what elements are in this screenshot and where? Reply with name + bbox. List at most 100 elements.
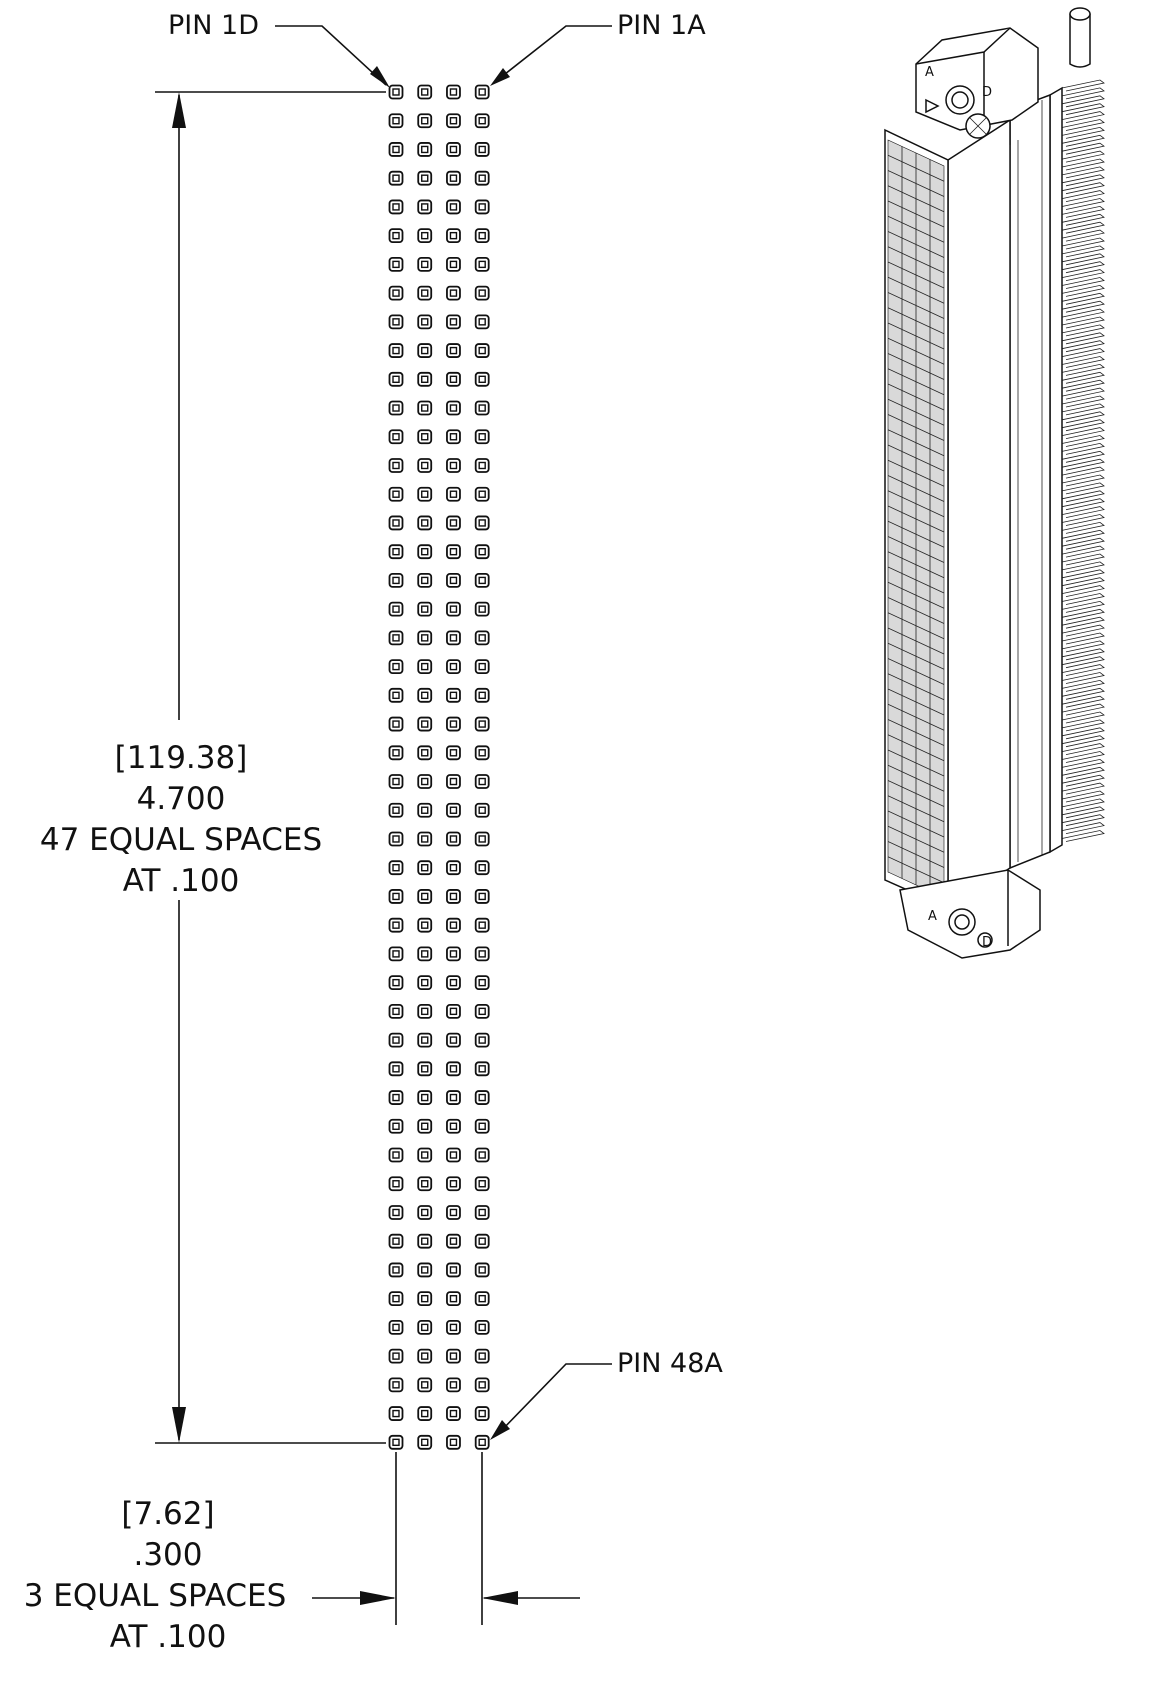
pin-15a bbox=[474, 486, 490, 502]
tail-pin bbox=[1061, 806, 1105, 819]
pin-28b bbox=[446, 860, 461, 876]
tail-pin bbox=[1061, 514, 1105, 526]
contact-grid-row-line bbox=[887, 612, 945, 640]
pin-grid bbox=[388, 84, 490, 1450]
pin-48a-arrowhead bbox=[490, 1420, 510, 1440]
tail-pin bbox=[1061, 624, 1105, 637]
pin-6d bbox=[388, 228, 404, 244]
tail-pin bbox=[1061, 332, 1105, 345]
pin-21c bbox=[417, 659, 433, 674]
tail-pin bbox=[1061, 656, 1105, 669]
tail-pin bbox=[1061, 379, 1105, 392]
top-marking-d: D bbox=[982, 85, 992, 100]
contact-grid-row-line bbox=[887, 795, 945, 823]
bottom-marking-d: D bbox=[982, 935, 992, 950]
pin-8d bbox=[388, 285, 404, 301]
pin-48a-callout: PIN 48A bbox=[490, 1348, 723, 1440]
contact-grid-row-line bbox=[887, 581, 945, 609]
contact-grid-row-line bbox=[887, 231, 945, 258]
tail-pin bbox=[1061, 458, 1105, 471]
contact-grid-row-line bbox=[887, 551, 945, 579]
pin-25c bbox=[417, 774, 433, 789]
pin-39d bbox=[388, 1176, 404, 1192]
tail-pin bbox=[1061, 119, 1105, 131]
pin-4b bbox=[446, 170, 461, 186]
pin-30c bbox=[417, 917, 433, 933]
pin-36b bbox=[446, 1090, 461, 1105]
pin-10b bbox=[446, 343, 461, 358]
pin-14d bbox=[388, 458, 404, 473]
pin-35d bbox=[388, 1061, 404, 1077]
contact-grid-row-line bbox=[887, 368, 945, 396]
tail-pin bbox=[1061, 142, 1105, 155]
pin-32a bbox=[474, 975, 490, 991]
tail-pin bbox=[1061, 632, 1105, 645]
horizontal-metric: [7.62] bbox=[121, 1496, 214, 1532]
pin-43a bbox=[474, 1291, 490, 1307]
contact-grid-row-line bbox=[887, 459, 945, 487]
contact-grid-row-line bbox=[887, 749, 945, 777]
tail-pin bbox=[1061, 387, 1105, 400]
pin-23d bbox=[388, 716, 404, 732]
pin-18c bbox=[417, 573, 433, 588]
pin-24b bbox=[446, 745, 461, 761]
bottom-marking-a: A bbox=[928, 909, 937, 924]
horizontal-pitch-note: AT .100 bbox=[110, 1619, 227, 1655]
pin-29b bbox=[446, 889, 461, 904]
pin-43b bbox=[446, 1291, 461, 1307]
pin-37a bbox=[474, 1118, 490, 1134]
pin-12b bbox=[446, 400, 461, 416]
pin-32b bbox=[446, 975, 461, 991]
pin-13b bbox=[446, 429, 461, 445]
pin-40c bbox=[417, 1205, 433, 1220]
contact-grid-row-line bbox=[887, 703, 945, 731]
tail-pin bbox=[1061, 182, 1105, 195]
pin-25a bbox=[474, 774, 490, 789]
contact-grid-row-line bbox=[887, 780, 945, 807]
top-screw-slot bbox=[969, 117, 987, 135]
pin-47a bbox=[474, 1406, 490, 1421]
tail-pin bbox=[1061, 442, 1105, 455]
tail-pin bbox=[1061, 269, 1105, 281]
pin-10c bbox=[417, 343, 433, 358]
tail-pin bbox=[1061, 766, 1105, 779]
pin-32d bbox=[388, 975, 404, 991]
vertical-spacing-note: 47 EQUAL SPACES bbox=[40, 822, 322, 858]
tail-pin bbox=[1061, 711, 1105, 724]
top-marking-a: A bbox=[925, 65, 934, 80]
pin-41a bbox=[474, 1233, 490, 1249]
tail-pin bbox=[1061, 450, 1105, 463]
pin-27b bbox=[446, 831, 461, 847]
pin-1d-callout: PIN 1D bbox=[168, 10, 390, 88]
pin-45d bbox=[388, 1348, 404, 1364]
contact-grid-row-line bbox=[887, 246, 945, 274]
contact-grid-row-line bbox=[887, 429, 945, 457]
tail-pin bbox=[1061, 790, 1105, 803]
contact-grid-row-line bbox=[887, 825, 945, 853]
pin-4d bbox=[388, 170, 404, 186]
contact-grid-row-line bbox=[887, 292, 945, 319]
vertical-metric: [119.38] bbox=[115, 740, 248, 776]
contact-grid-row-line bbox=[887, 170, 945, 197]
pin-33b bbox=[446, 1003, 461, 1019]
tail-pin bbox=[1061, 435, 1105, 447]
contact-grid-row-line bbox=[887, 719, 945, 746]
pin-37b bbox=[446, 1118, 461, 1134]
contact-grid-row-line bbox=[887, 764, 945, 792]
pin-40a bbox=[474, 1205, 490, 1220]
pin-41c bbox=[417, 1233, 433, 1249]
rear-body bbox=[1009, 93, 1051, 870]
tail-pin bbox=[1061, 87, 1105, 100]
tail-pin bbox=[1061, 814, 1105, 827]
pin-35b bbox=[446, 1061, 461, 1077]
tail-pin bbox=[1061, 221, 1105, 234]
tail-pin bbox=[1061, 126, 1105, 139]
tail-pin bbox=[1061, 822, 1105, 834]
tail-pin bbox=[1061, 174, 1105, 187]
contact-grid-row-line bbox=[887, 322, 945, 350]
contact-grid-row-line bbox=[887, 856, 945, 884]
tail-pin bbox=[1061, 545, 1105, 558]
pin-42a bbox=[474, 1262, 490, 1278]
contact-grid-row-line bbox=[887, 276, 945, 304]
